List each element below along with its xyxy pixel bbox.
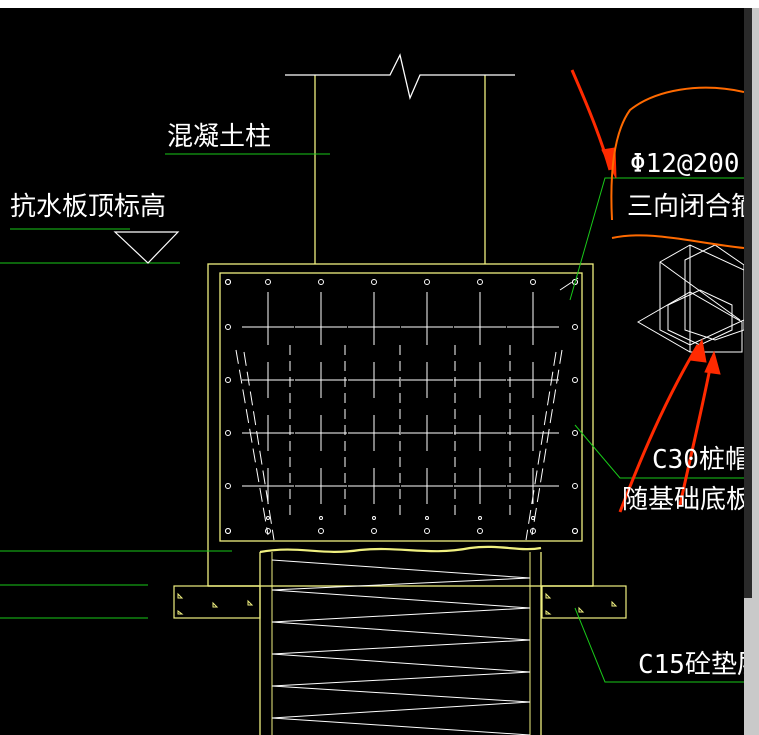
window-top-edge	[0, 0, 759, 8]
rebar-dot	[478, 516, 482, 520]
rebar-dot	[572, 528, 578, 534]
pile	[259, 545, 542, 735]
rebar-dot	[371, 528, 377, 534]
rebar-dot	[572, 279, 578, 285]
rebar-dot	[225, 483, 231, 489]
elevation-marker-icon	[113, 231, 180, 264]
rebar-dot	[225, 377, 231, 383]
label-rebar-spec: Φ12@200	[630, 149, 740, 179]
rebar-dot	[425, 516, 429, 520]
concrete-column	[285, 53, 515, 264]
rebar-dot	[225, 324, 231, 330]
three-way-stirrup-icon	[636, 244, 744, 353]
pile-cap-outline	[207, 263, 594, 587]
rebar-dot	[572, 377, 578, 383]
rebar-dot	[266, 516, 270, 520]
label-pour-note: 随基础底板浇筑	[622, 485, 744, 515]
rebar-dot	[225, 528, 231, 534]
label-pile-cap-grade: C30桩帽	[652, 445, 744, 475]
rebar-grid	[225, 279, 578, 534]
rebar-dot	[530, 279, 536, 285]
rebar-dot	[477, 528, 483, 534]
cushion-layer	[173, 585, 627, 619]
rebar-dot	[225, 279, 231, 285]
rebar-dot	[319, 516, 323, 520]
label-waterproof-top: 抗水板顶标高	[10, 192, 166, 222]
orange-highlight-marks	[610, 86, 744, 249]
rebar-dot	[372, 516, 376, 520]
rebar-dot	[477, 279, 483, 285]
rebar-dot	[424, 528, 430, 534]
leader-lines	[0, 153, 744, 683]
label-closed-stirrup: 三向闭合箍筋	[627, 192, 744, 222]
anchor-bars	[235, 277, 579, 541]
rebar-dot	[531, 516, 535, 520]
rebar-dot	[572, 324, 578, 330]
label-concrete-column: 混凝土柱	[167, 122, 271, 152]
side-panel-edge	[744, 8, 752, 598]
red-annotations	[570, 69, 721, 513]
rebar-dot	[572, 483, 578, 489]
rebar-dot	[318, 528, 324, 534]
rebar-dot	[225, 430, 231, 436]
rebar-dot	[265, 279, 271, 285]
label-cushion-layer: C15砼垫层	[638, 650, 744, 680]
rebar-dot	[318, 279, 324, 285]
rebar-dot	[572, 430, 578, 436]
rebar-dot	[371, 279, 377, 285]
rebar-dot	[424, 279, 430, 285]
